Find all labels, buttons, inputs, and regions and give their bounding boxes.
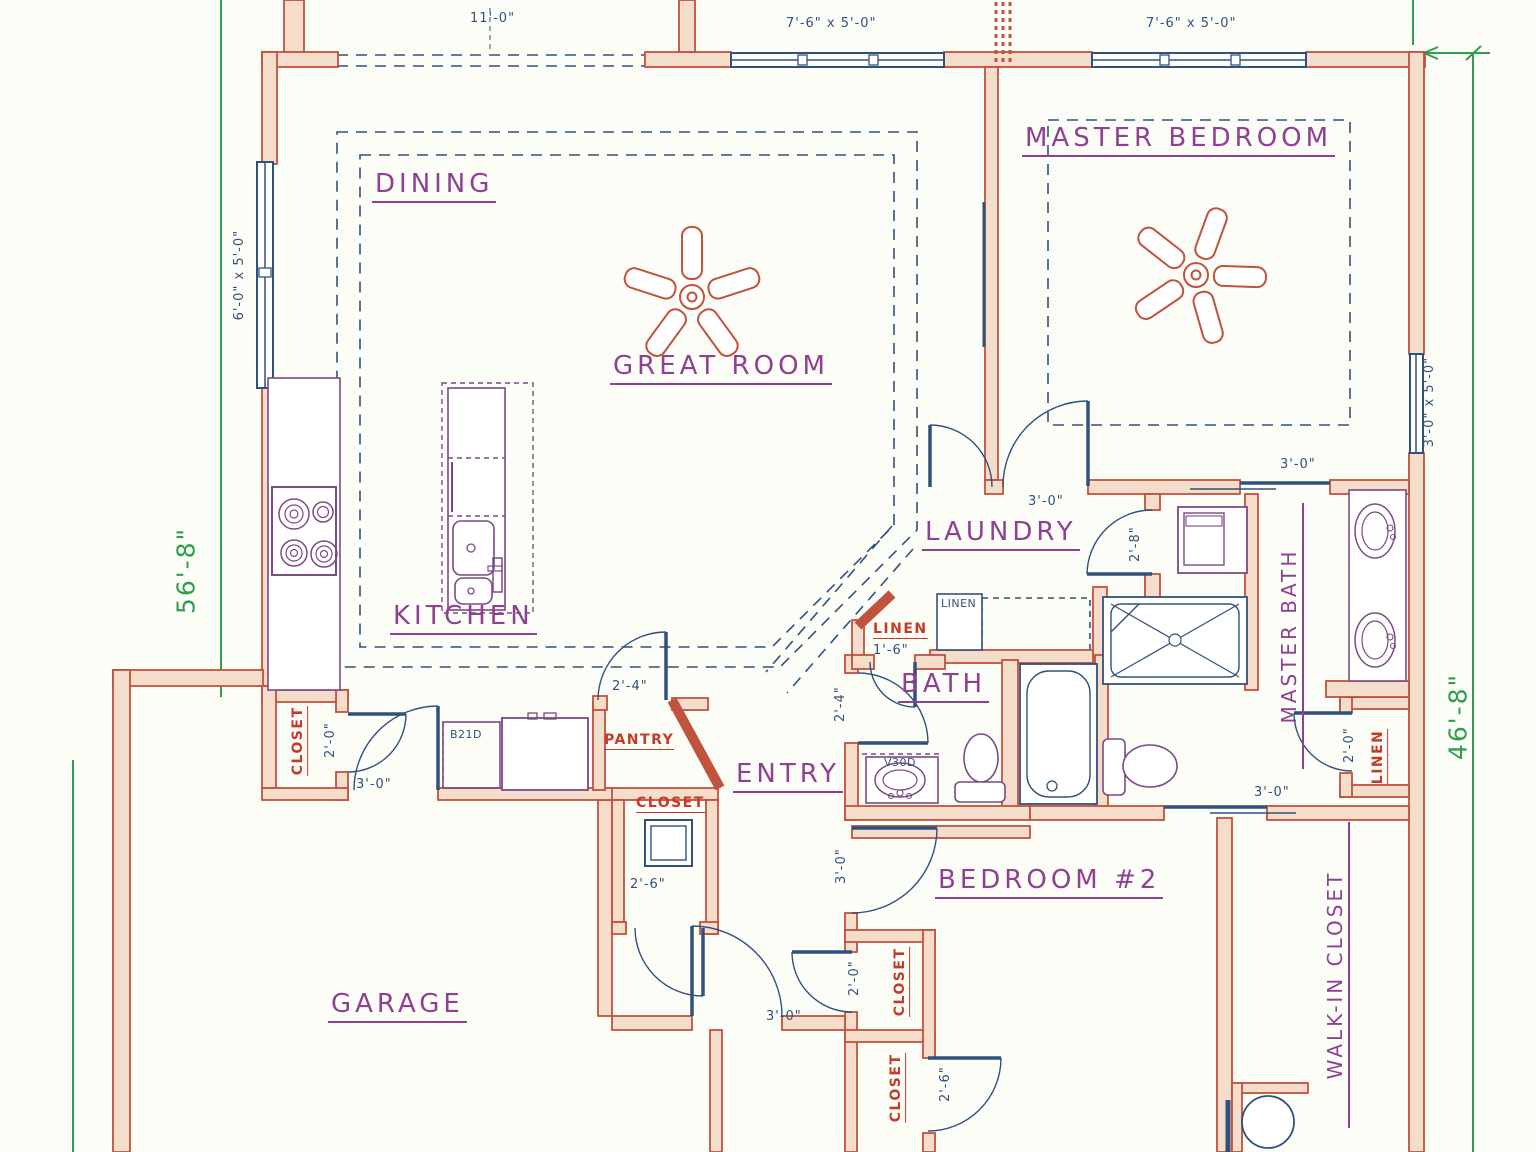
dim-door-garage: 3'-0" xyxy=(356,777,392,792)
dim-door-linen: 1'-6" xyxy=(873,643,909,658)
room-label-dining: DINING xyxy=(372,169,497,203)
room-label-master-bedroom: MASTER BEDROOM xyxy=(1022,123,1336,157)
room-label-garage: GARAGE xyxy=(328,989,467,1023)
ceiling-dashed-lines xyxy=(336,8,1351,694)
door-bath xyxy=(857,672,929,745)
entry-closet-chase xyxy=(644,819,693,867)
window-master-bedroom-top xyxy=(1091,52,1307,68)
dim-door-laundry-masterbath: 2'-8" xyxy=(1127,526,1143,563)
dim-door-hall-closet: 2'-0" xyxy=(846,960,862,997)
ceiling-fan-master-bedroom xyxy=(1134,207,1267,344)
cabinet-b21d xyxy=(442,721,501,789)
window-great-room-top xyxy=(730,52,945,68)
door-entry-closet xyxy=(634,927,705,997)
door-master-bedroom xyxy=(1002,400,1090,487)
room-label-laundry: LAUNDRY xyxy=(922,517,1080,551)
dim-window-master-bedroom: 7'-6" x 5'-0" xyxy=(1146,16,1237,31)
room-label-kitchen: KITCHEN xyxy=(390,601,537,635)
door-hall-end xyxy=(690,925,783,1017)
master-bedroom-ceiling xyxy=(1047,119,1351,426)
bath-vanity-v30d xyxy=(862,753,942,804)
ceiling-fan-great-room xyxy=(623,226,761,357)
vanity-v30d-label: V30D xyxy=(884,756,916,769)
great-room-ceiling-inner xyxy=(359,154,895,648)
door-pantry xyxy=(597,631,668,701)
door-mud-closet xyxy=(347,712,407,773)
cabinet-b21d-label: B21D xyxy=(450,728,483,741)
closet-label-entry: CLOSET xyxy=(636,795,705,813)
walls xyxy=(112,0,1426,1152)
door-laundry-masterbath xyxy=(1086,509,1153,576)
door-hall-closet xyxy=(791,950,853,1013)
dim-window-master-right: 3'-0" x 5'-0" xyxy=(1421,356,1437,448)
master-vanity xyxy=(1348,489,1407,682)
door-hall-laundry xyxy=(928,424,993,488)
dim-overall-width: 46'-8" xyxy=(1443,672,1473,761)
windows xyxy=(256,52,1424,454)
dim-overall-depth: 56'-8" xyxy=(171,526,201,615)
window-master-bedroom-right xyxy=(1409,353,1424,454)
door-bedroom2-closet xyxy=(927,1056,1002,1132)
dimension-lines xyxy=(72,0,1490,1152)
laundry-counter-dashed xyxy=(981,597,1091,653)
door-garage xyxy=(353,705,440,791)
dim-pocket-walkin: 3'-0" xyxy=(1254,785,1290,800)
mud-counter-sink xyxy=(501,712,589,791)
pocket-door-walkin-closet xyxy=(1164,805,1296,814)
linen-cabinet xyxy=(936,593,983,651)
bath-toilet xyxy=(954,733,1006,803)
doors xyxy=(347,400,1353,1132)
room-label-master-bath: MASTER BATH xyxy=(1277,503,1304,769)
closet-label-hall: CLOSET xyxy=(892,946,910,1017)
dim-window-great-room: 7'-6" x 5'-0" xyxy=(786,16,877,31)
dim-pocket-master-bath: 3'-0" xyxy=(1280,457,1316,472)
closet-label-bedroom2: CLOSET xyxy=(888,1052,906,1123)
dim-door-mud-closet: 2'-0" xyxy=(322,722,338,759)
fixtures xyxy=(267,207,1407,1152)
pantry-label: PANTRY xyxy=(604,732,675,750)
linen-label-master: LINEN xyxy=(1370,728,1388,785)
kitchen-island xyxy=(441,382,534,614)
dim-door-bedroom2-closet: 2'-6" xyxy=(937,1066,953,1103)
dim-door-master-bedroom: 3'-0" xyxy=(1028,494,1064,509)
dim-door-hall-end: 3'-0" xyxy=(766,1009,802,1024)
window-dining-left xyxy=(256,161,274,389)
room-label-great-room: GREAT ROOM xyxy=(610,351,832,385)
island-sink xyxy=(452,520,503,605)
linen-angled-wall xyxy=(854,590,896,630)
room-label-bedroom2: BEDROOM #2 xyxy=(935,865,1164,899)
kitchen-counter xyxy=(267,377,341,691)
master-toilet xyxy=(1102,738,1178,796)
dim-door-bath: 2'-4" xyxy=(832,686,848,723)
door-master-linen xyxy=(1293,711,1353,772)
door-bedroom2 xyxy=(851,826,938,914)
dim-door-pantry: 2'-4" xyxy=(612,679,648,694)
washer-dryer xyxy=(1177,506,1248,574)
dim-opening-11-0: 11'-0" xyxy=(470,11,516,26)
linen-label-hall: LINEN xyxy=(873,621,928,639)
stove xyxy=(271,486,338,576)
linen-cabinet-label: LINEN xyxy=(941,597,977,610)
bathtub xyxy=(1019,663,1098,805)
dim-door-entry-closet: 2'-6" xyxy=(630,877,666,892)
dim-door-bedroom2: 3'-0" xyxy=(833,848,849,885)
great-room-ceiling-outer xyxy=(336,131,918,668)
dim-door-master-linen: 2'-0" xyxy=(1341,727,1357,764)
pocket-door-master-bath xyxy=(1190,481,1330,490)
closet-label-mudroom: CLOSET xyxy=(290,705,308,776)
shower xyxy=(1102,596,1248,685)
dim-window-dining: 6'-0" x 5'-0" xyxy=(231,229,247,321)
water-heater xyxy=(1225,1095,1295,1152)
room-label-walk-in-closet: WALK-IN CLOSET xyxy=(1323,822,1350,1128)
pantry-angled-wall xyxy=(667,697,725,791)
gas-line-dotted xyxy=(994,2,1012,66)
room-label-entry: ENTRY xyxy=(733,759,844,793)
room-label-bath: BATH xyxy=(898,669,990,703)
door-linen-hall xyxy=(869,661,917,708)
